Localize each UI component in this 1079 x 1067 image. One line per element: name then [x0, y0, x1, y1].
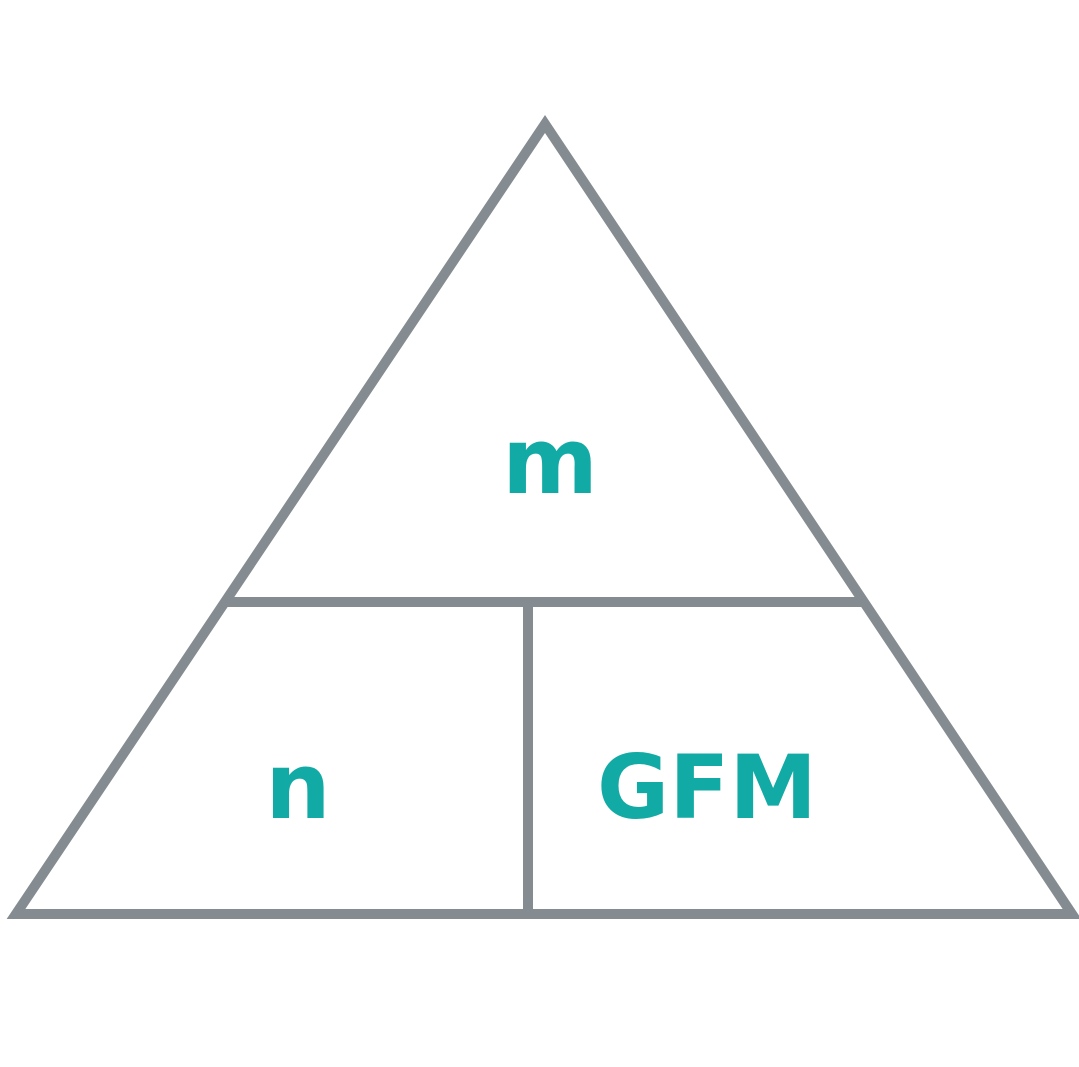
bottom-right-section-label: GFM [597, 736, 817, 839]
outer-triangle [6, 115, 1079, 919]
bottom-left-section-label: n [265, 733, 331, 840]
top-section-label: m [502, 408, 598, 515]
